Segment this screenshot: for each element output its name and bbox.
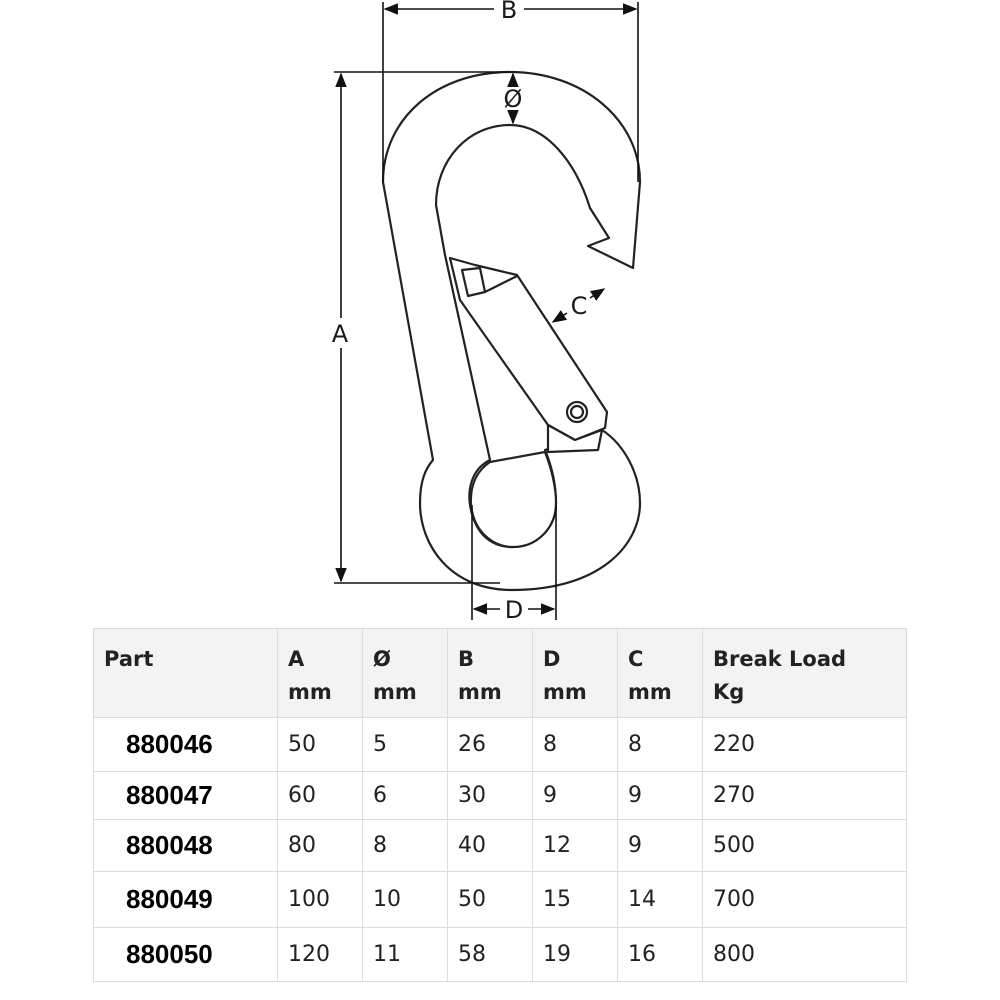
cell-b: 30	[447, 771, 533, 820]
dimension-label-c: C	[571, 292, 588, 320]
cell-a: 60	[277, 771, 363, 820]
cell-c: 14	[617, 871, 703, 928]
snap-hook-outline	[381, 70, 642, 592]
cell-part: 880047	[93, 771, 278, 820]
table-row: 880050 120 11 58 19 16 800	[93, 927, 907, 982]
cell-b: 40	[447, 819, 533, 872]
cell-b: 26	[447, 717, 533, 772]
cell-break-load: 220	[702, 717, 907, 772]
cell-d: 12	[532, 819, 618, 872]
table-row: 880049 100 10 50 15 14 700	[93, 871, 907, 928]
cell-diameter: 8	[362, 819, 448, 872]
cell-break-load: 500	[702, 819, 907, 872]
gate-body	[448, 256, 609, 442]
cell-diameter: 6	[362, 771, 448, 820]
cell-a: 80	[277, 819, 363, 872]
cell-break-load: 700	[702, 871, 907, 928]
hook-eye-opening	[469, 450, 558, 549]
cell-part: 880048	[93, 819, 278, 872]
cell-diameter: 10	[362, 871, 448, 928]
cell-diameter: 5	[362, 717, 448, 772]
dimension-lines	[334, 2, 639, 620]
gate-hinge-block	[546, 423, 604, 454]
cell-a: 100	[277, 871, 363, 928]
snap-hook-diagram: B Ø A C D	[332, 0, 642, 624]
rivet-center	[569, 404, 585, 420]
table-row: 880046 50 5 26 8 8 220	[93, 717, 907, 772]
dimension-label-d: D	[505, 596, 523, 624]
cell-break-load: 800	[702, 927, 907, 982]
header-part: Part	[93, 628, 278, 718]
dimension-label-a: A	[332, 320, 349, 348]
cell-break-load: 270	[702, 771, 907, 820]
cell-c: 16	[617, 927, 703, 982]
cell-c: 8	[617, 717, 703, 772]
cell-d: 19	[532, 927, 618, 982]
cell-d: 15	[532, 871, 618, 928]
table-row: 880047 60 6 30 9 9 270	[93, 771, 907, 820]
cell-c: 9	[617, 819, 703, 872]
table-row: 880048 80 8 40 12 9 500	[93, 819, 907, 872]
c-dimension-arrow-lower	[551, 310, 568, 323]
cell-diameter: 11	[362, 927, 448, 982]
cell-a: 120	[277, 927, 363, 982]
cell-a: 50	[277, 717, 363, 772]
cell-c: 9	[617, 771, 703, 820]
cell-b: 58	[447, 927, 533, 982]
gate-edge-line	[484, 275, 518, 293]
c-dimension-arrow-upper	[589, 288, 606, 301]
dimension-label-b: B	[501, 0, 517, 24]
cell-part: 880049	[93, 871, 278, 928]
cell-part: 880050	[93, 927, 278, 982]
cell-part: 880046	[93, 717, 278, 772]
cell-d: 8	[532, 717, 618, 772]
cell-d: 9	[532, 771, 618, 820]
cell-b: 50	[447, 871, 533, 928]
dimension-label-diameter: Ø	[504, 85, 523, 113]
